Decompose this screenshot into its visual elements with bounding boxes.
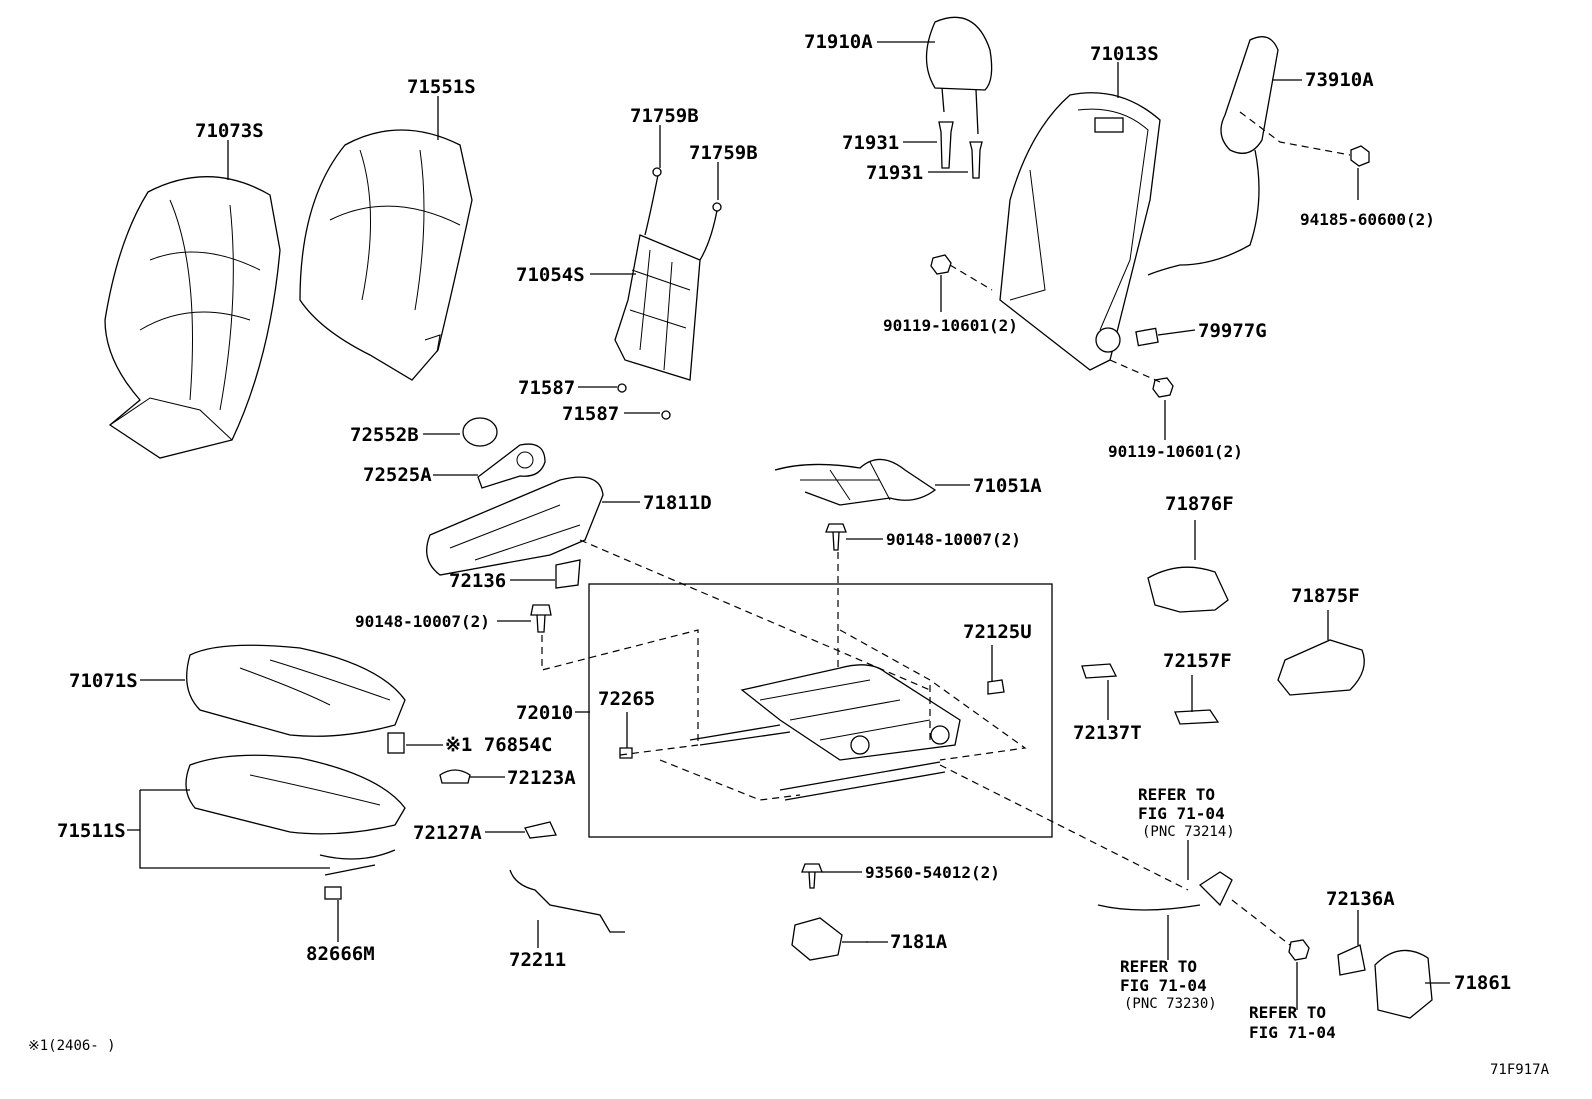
figure-code: 71F917A <box>1490 1062 1550 1078</box>
leader-lines <box>127 41 1450 1010</box>
lumbar-support-drawing <box>614 167 722 420</box>
cushion-pad-drawing <box>185 754 406 900</box>
label-71013S[interactable]: 71013S <box>1090 43 1159 65</box>
recliner-knob-drawing <box>462 417 546 489</box>
side-covers-drawing <box>1147 566 1365 696</box>
ref-2-line-3: (PNC 73230) <box>1124 996 1217 1012</box>
label-82666M[interactable]: 82666M <box>306 943 375 965</box>
label-93560-54012[interactable]: 93560-54012(2) <box>865 863 1000 882</box>
label-71073S[interactable]: 71073S <box>195 120 264 142</box>
label-71071S[interactable]: 71071S <box>69 670 138 692</box>
side-shield-drawing <box>426 476 604 589</box>
label-72211[interactable]: 72211 <box>509 949 566 971</box>
label-90148-10007-1[interactable]: 90148-10007(2) <box>886 530 1021 549</box>
ref-2-line-1: REFER TO <box>1120 957 1197 976</box>
label-71876F[interactable]: 71876F <box>1165 493 1234 515</box>
cushion-cover-drawing <box>186 644 406 737</box>
label-72136A[interactable]: 72136A <box>1326 888 1395 910</box>
label-71931-1[interactable]: 71931 <box>842 132 899 154</box>
label-90119-10601-1[interactable]: 90119-10601(2) <box>883 316 1018 335</box>
label-72123A[interactable]: 72123A <box>507 767 576 789</box>
switch-7181A-drawing <box>791 917 868 961</box>
side-airbag-drawing <box>1147 36 1279 276</box>
label-7181A[interactable]: 7181A <box>890 931 948 953</box>
ref-1-line-3: (PNC 73214) <box>1142 824 1235 840</box>
label-72010[interactable]: 72010 <box>516 702 573 724</box>
headrest-drawing <box>925 16 993 179</box>
label-71861[interactable]: 71861 <box>1454 972 1511 994</box>
dashed-reference-lines <box>541 111 1351 946</box>
label-79977G[interactable]: 79977G <box>1198 320 1267 342</box>
label-71551S[interactable]: 71551S <box>407 76 476 98</box>
label-71587-2[interactable]: 71587 <box>562 403 619 425</box>
ref-2-line-2: FIG 71-04 <box>1120 976 1207 995</box>
label-71931-2[interactable]: 71931 <box>866 162 923 184</box>
label-90148-10007-2[interactable]: 90148-10007(2) <box>355 612 490 631</box>
seatback-frame-drawing <box>999 92 1161 371</box>
reference-notes: REFER TO FIG 71-04 (PNC 73214) REFER TO … <box>1120 785 1336 1042</box>
part-labels: 71910A 71013S 73910A 71073S 71551S 71759… <box>57 31 1511 994</box>
label-71910A[interactable]: 71910A <box>804 31 873 53</box>
label-72127A[interactable]: 72127A <box>413 822 482 844</box>
label-72137T[interactable]: 72137T <box>1073 722 1142 744</box>
label-72525A[interactable]: 72525A <box>363 464 432 486</box>
label-73910A[interactable]: 73910A <box>1305 69 1374 91</box>
label-71511S[interactable]: 71511S <box>57 820 126 842</box>
label-71759B-1[interactable]: 71759B <box>630 105 699 127</box>
ref-1-line-1: REFER TO <box>1138 785 1215 804</box>
label-72136[interactable]: 72136 <box>449 570 506 592</box>
seatback-pad-drawing <box>299 129 473 381</box>
ref-3-line-1: REFER TO <box>1249 1003 1326 1022</box>
label-71054S[interactable]: 71054S <box>516 264 585 286</box>
footnote: ※1(2406- ) <box>28 1038 116 1054</box>
label-72265[interactable]: 72265 <box>598 688 655 710</box>
ref-1-line-2: FIG 71-04 <box>1138 804 1225 823</box>
label-72552B[interactable]: 72552B <box>350 424 419 446</box>
clip-drawings <box>387 663 1220 839</box>
label-72157F[interactable]: 72157F <box>1163 650 1232 672</box>
buckle-drawing <box>1097 871 1433 1019</box>
seat-harness-drawing <box>774 458 937 506</box>
label-90119-10601-2[interactable]: 90119-10601(2) <box>1108 442 1243 461</box>
label-71811D[interactable]: 71811D <box>643 492 712 514</box>
label-94185-60600[interactable]: 94185-60600(2) <box>1300 210 1435 229</box>
seat-track-drawing <box>689 664 961 801</box>
label-71875F[interactable]: 71875F <box>1291 585 1360 607</box>
label-72125U[interactable]: 72125U <box>963 621 1032 643</box>
label-71759B-2[interactable]: 71759B <box>689 142 758 164</box>
label-71587-1[interactable]: 71587 <box>518 377 575 399</box>
seatback-cover-drawing <box>104 176 281 459</box>
seat-track-assembly-box <box>588 583 1053 838</box>
ref-3-line-2: FIG 71-04 <box>1249 1023 1336 1042</box>
wire-72211-drawing <box>509 869 625 933</box>
label-71051A[interactable]: 71051A <box>973 475 1042 497</box>
label-76854C[interactable]: ※1 76854C <box>445 734 552 756</box>
fastener-drawings <box>530 145 1370 961</box>
